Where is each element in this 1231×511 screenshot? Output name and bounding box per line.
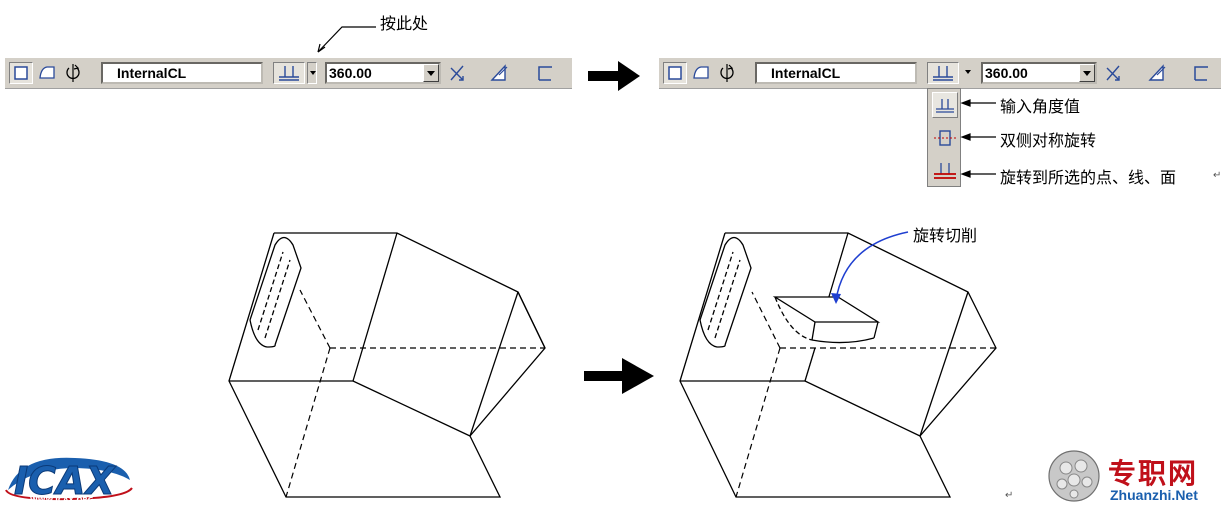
- return-mark: ↵: [1005, 490, 1014, 501]
- callout-revolve-cut: 旋转切削: [913, 226, 978, 245]
- revolve-axis-icon[interactable]: [61, 62, 85, 84]
- big-arrow-right-top: [588, 61, 640, 91]
- block-before: [228, 232, 546, 498]
- centerline-field[interactable]: InternalCL: [101, 62, 263, 84]
- surface-mode-button[interactable]: [663, 62, 687, 84]
- icax-logo: ICAX: [5, 457, 133, 504]
- thicken-sketch-icon[interactable]: [1189, 62, 1213, 84]
- menu-label-symmetric: 双侧对称旋转: [1000, 131, 1097, 150]
- toolbar-after: InternalCL 360.00: [659, 57, 1221, 89]
- menu-label-to-selection: 旋转到所选的点、线、面: [1000, 168, 1177, 187]
- revolve-arrow-head: [831, 293, 841, 304]
- slot-after: [699, 236, 752, 348]
- flip-direction-icon[interactable]: [445, 62, 469, 84]
- thicken-sketch-icon[interactable]: [533, 62, 557, 84]
- zhuanzhi-cn: 专职网: [1108, 457, 1199, 490]
- angle-value-button[interactable]: [927, 62, 959, 84]
- menu-item-symmetric[interactable]: [932, 125, 958, 151]
- block-before-hidden-lines: [285, 289, 545, 498]
- angle-options-dropdown[interactable]: [963, 62, 973, 84]
- angle-value-field[interactable]: 360.00: [325, 62, 441, 84]
- revolve-to-selection-icon: [934, 163, 956, 179]
- return-mark: ↵: [1213, 170, 1222, 181]
- slot-before: [249, 236, 302, 348]
- angle-options-dropdown[interactable]: [307, 62, 317, 84]
- angle-value-field[interactable]: 360.00: [981, 62, 1097, 84]
- remove-material-icon[interactable]: [1145, 62, 1169, 84]
- angle-value-combo-button[interactable]: [1079, 64, 1095, 82]
- revolve-cut-feature: [772, 296, 881, 344]
- flip-direction-icon[interactable]: [1101, 62, 1125, 84]
- icax-logo-subtext: WWW.ICAX.ORG: [30, 496, 94, 504]
- revolve-axis-icon[interactable]: [715, 62, 739, 84]
- svg-text:ICAX: ICAX: [14, 459, 116, 503]
- menu-leaders: [960, 99, 996, 178]
- big-arrow-right-bottom: [584, 358, 654, 394]
- menu-item-angle-value[interactable]: [932, 92, 958, 118]
- angle-value-button[interactable]: [273, 62, 305, 84]
- globe-icon: [1048, 450, 1100, 502]
- zhuanzhi-url: Zhuanzhi.Net: [1110, 487, 1198, 503]
- menu-item-to-selection[interactable]: [932, 157, 958, 183]
- angle-value-text: 360.00: [329, 65, 372, 81]
- surface-mode-button[interactable]: [9, 62, 33, 84]
- angle-value-text: 360.00: [985, 65, 1028, 81]
- callout-leader-click-here: [317, 26, 376, 53]
- revolve-direction-arrow: [835, 231, 909, 301]
- block-after-hidden-lines: [735, 291, 996, 498]
- thin-feature-button[interactable]: [689, 62, 713, 84]
- toolbar-before: InternalCL 360.00: [5, 57, 572, 89]
- menu-label-angle-value: 输入角度值: [1000, 97, 1081, 116]
- angle-value-icon: [936, 99, 954, 113]
- callout-click-here: 按此处: [380, 14, 429, 33]
- angle-value-combo-button[interactable]: [423, 64, 439, 82]
- angle-options-menu: [927, 88, 961, 187]
- remove-material-icon[interactable]: [487, 62, 511, 84]
- block-after: [679, 232, 997, 498]
- thin-feature-button[interactable]: [35, 62, 59, 84]
- symmetric-revolve-icon: [934, 130, 956, 146]
- centerline-field[interactable]: InternalCL: [755, 62, 917, 84]
